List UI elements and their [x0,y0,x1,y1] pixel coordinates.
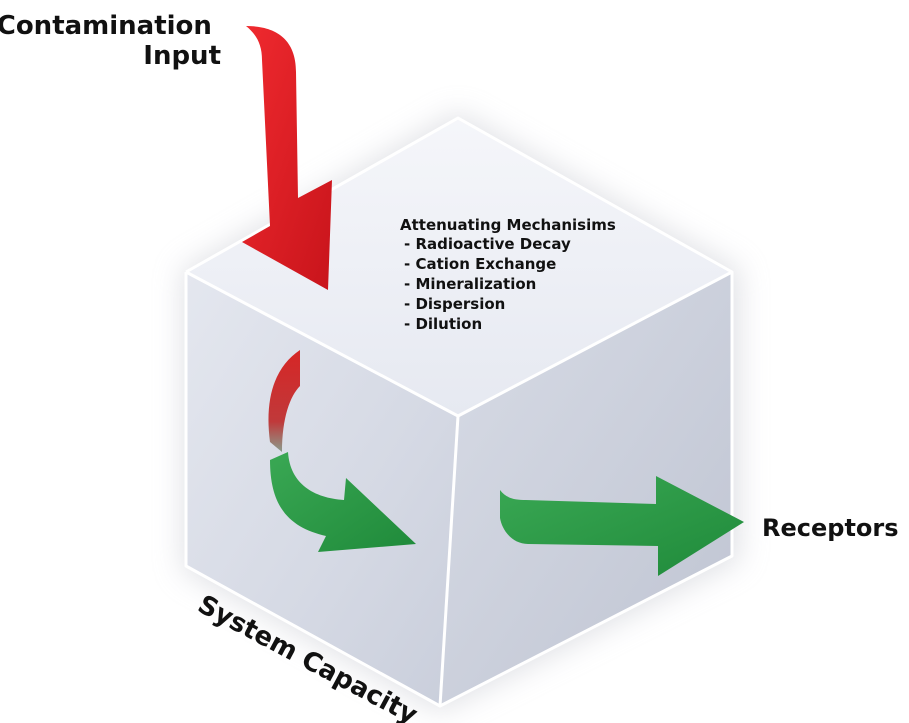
cube-edges [184,116,734,708]
contamination-input-arrow [242,26,332,290]
mechanism-item: - Radioactive Decay [404,235,571,253]
mechanism-item: - Dispersion [404,295,505,313]
system-cube [184,116,734,708]
cube-right-face [440,272,732,706]
attenuating-mechanisms: Attenuating Mechanisims - Radioactive De… [400,216,616,333]
mechanism-item: - Cation Exchange [404,255,556,273]
cube-top-face [186,118,732,416]
internal-flow-arrow-green [270,452,416,552]
internal-flow-arrow-red [268,350,300,452]
receptors-label: Receptors [762,514,899,542]
mechanism-item: - Mineralization [404,275,536,293]
receptors-output-arrow [500,476,744,576]
mechanism-item: - Dilution [404,315,482,333]
mechanisms-title: Attenuating Mechanisims [400,216,616,234]
contamination-input-label: Contamination Input [0,11,221,71]
